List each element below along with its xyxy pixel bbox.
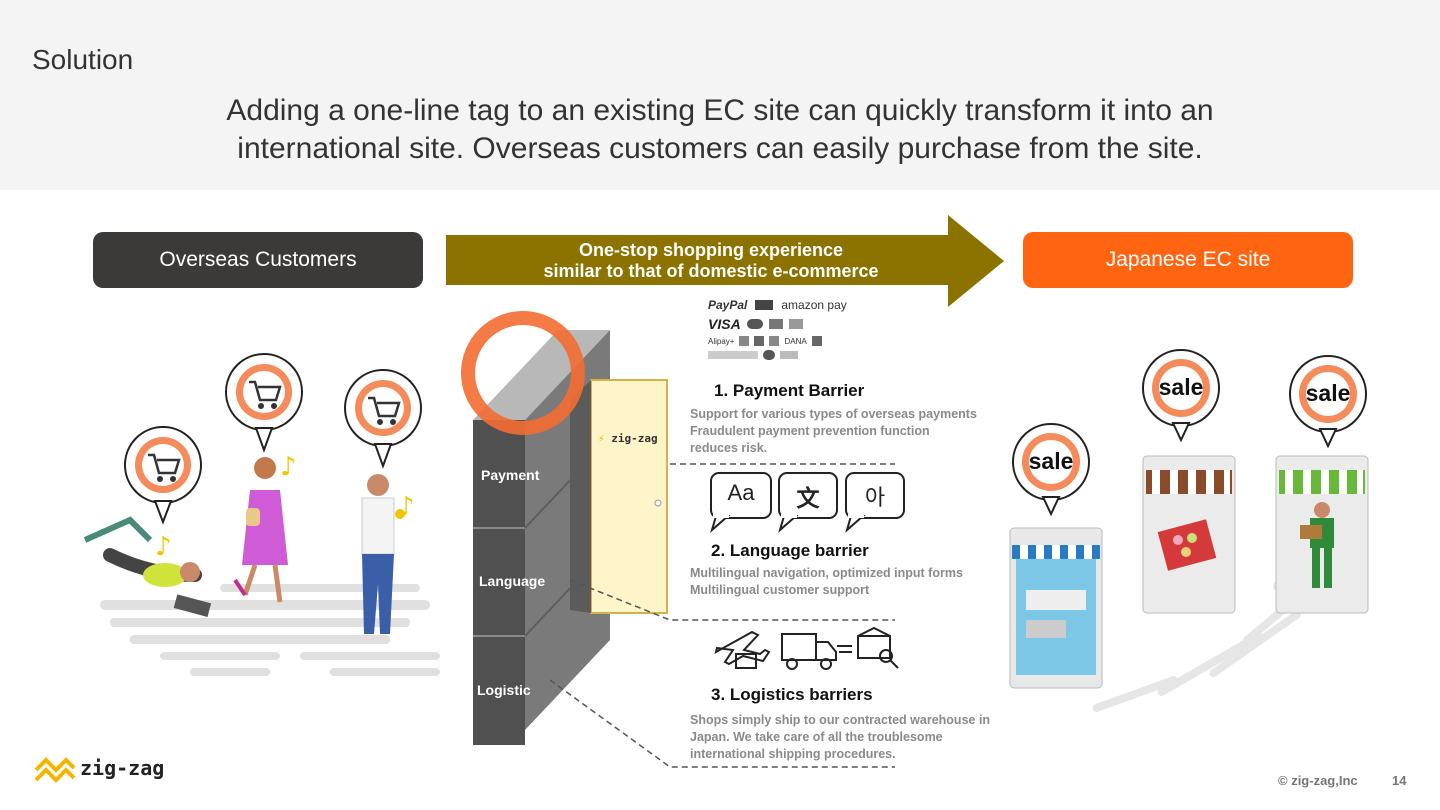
barrier-1-desc-line-2: Fraudulent payment prevention function	[690, 424, 930, 438]
wechat-icon	[763, 350, 775, 360]
airplane-icon	[714, 630, 771, 669]
person-man	[361, 474, 405, 634]
ec-site-illustration	[1009, 349, 1369, 713]
wall-label-language: Language	[479, 573, 546, 589]
bubble-korean: 아	[864, 486, 886, 511]
bubble-chinese: 文	[796, 486, 820, 512]
card-icon	[755, 300, 774, 310]
barrier-3-title: 3. Logistics barriers	[711, 685, 873, 704]
japanese-ec-site-label: Japanese EC site	[1023, 232, 1353, 288]
sale-bubble-3	[1289, 355, 1367, 449]
package-search-icon	[857, 626, 899, 669]
wallet-icon-3	[769, 336, 780, 346]
dana-logo: DANA	[784, 336, 807, 346]
barrier-2-desc-line-2: Multilingual customer support	[690, 583, 870, 597]
barrier-2-desc: Multilingual navigation, optimized input…	[690, 565, 963, 599]
headline-line-2: international site. Overseas customers c…	[237, 132, 1203, 165]
page-number: 14	[1392, 773, 1407, 788]
cart-bubble-2	[225, 353, 303, 453]
arrow-caption-line-1: One-stop shopping experience	[578, 240, 844, 260]
barrier-wall	[461, 311, 668, 745]
arrow-caption: One-stop shopping experience similar to …	[446, 240, 976, 282]
sale-bubble-1	[1012, 423, 1090, 517]
jcb-icon	[768, 319, 783, 329]
barrier-1-desc: Support for various types of overseas pa…	[690, 406, 977, 457]
cart-bubble-3	[344, 369, 422, 469]
wall-label-logistic: Logistic	[477, 682, 531, 698]
barrier-3-desc-line-3: international shipping procedures.	[690, 747, 896, 761]
section-title: Solution	[32, 44, 134, 75]
truck-icon	[781, 633, 852, 670]
cart-bubble-1	[124, 426, 202, 525]
logistics-icons	[714, 626, 899, 670]
wallet-icon-2	[754, 336, 765, 346]
customers-illustration: ♪ ♪ ♪	[83, 353, 440, 676]
visa-logo: VISA	[708, 316, 741, 332]
phone-3	[1275, 455, 1369, 614]
zigzag-logo-icon	[34, 757, 76, 783]
sale-bubble-2	[1142, 349, 1220, 443]
phone-1	[1009, 527, 1103, 689]
headline: Adding a one-line tag to an existing EC …	[180, 92, 1260, 168]
header-band	[0, 0, 1440, 190]
open-door	[590, 379, 668, 614]
one-stop-arrow	[446, 215, 1004, 307]
barrier-2-title: 2. Language barrier	[711, 541, 869, 560]
amex-icon	[788, 319, 803, 329]
alipay-logo: Alipay+	[708, 336, 735, 346]
barrier-1-desc-line-3: reduces risk.	[690, 441, 768, 455]
overseas-customers-label: Overseas Customers	[93, 232, 423, 288]
wallet-icon-1	[739, 336, 750, 346]
footer-copyright: © zig-zag,Inc	[1278, 773, 1358, 788]
barrier-1-desc-line-1: Support for various types of overseas pa…	[690, 407, 977, 421]
footer-logo: zig-zag	[80, 756, 165, 780]
headline-line-1: Adding a one-line tag to an existing EC …	[226, 94, 1214, 127]
barrier-1-title: 1. Payment Barrier	[714, 381, 865, 400]
person-lying	[83, 516, 212, 617]
barrier-3-desc: Shops simply ship to our contracted ware…	[690, 712, 990, 763]
bubble-english: Aa	[727, 480, 755, 505]
dashed-connectors	[550, 463, 895, 768]
paypal-logo: PayPal	[708, 298, 748, 312]
person-woman	[233, 457, 288, 603]
svg-text:♪: ♪	[155, 532, 172, 562]
barrier-2-desc-line-1: Multilingual navigation, optimized input…	[690, 566, 963, 580]
wallet-icon-4	[811, 336, 822, 346]
arrow-caption-line-2: similar to that of domestic e-commerce	[543, 261, 879, 281]
barrier-3-desc-line-1: Shops simply ship to our contracted ware…	[690, 713, 991, 727]
barrier-3-desc-line-2: Japan. We take care of all the troubleso…	[690, 730, 943, 744]
phone-2	[1142, 455, 1236, 614]
sale-label-3: sale	[1305, 380, 1351, 406]
sale-label-1: sale	[1028, 448, 1074, 474]
wallet-icon-6	[780, 351, 798, 359]
sale-label-2: sale	[1158, 374, 1204, 400]
svg-text:♪: ♪	[280, 452, 297, 482]
payment-logos: PayPal amazon pay VISA Alipay+ DANA	[708, 298, 898, 360]
mastercard-icon	[746, 319, 763, 329]
door-logo: ⚡ zig-zag	[598, 432, 658, 445]
amazonpay-logo: amazon pay	[781, 298, 847, 312]
wallet-icon-5	[708, 351, 758, 359]
wall-label-payment: Payment	[481, 467, 540, 483]
highlight-ring	[461, 311, 585, 435]
language-bubbles	[710, 472, 905, 533]
